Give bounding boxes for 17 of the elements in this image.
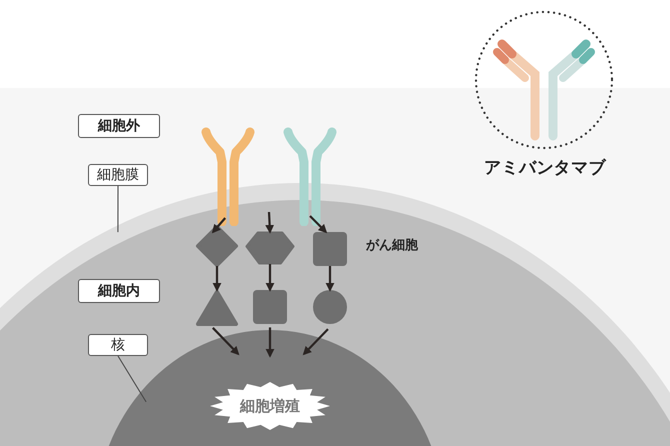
cell-label: がん細胞 (366, 237, 418, 255)
burst-label: 細胞増殖 (240, 396, 300, 417)
leader-line (117, 186, 118, 233)
arrow (266, 264, 274, 292)
arrow (212, 217, 226, 234)
drug-name: アミバンタマブ (483, 157, 608, 180)
arrow (326, 266, 334, 292)
label-tag: 細胞内 (78, 279, 160, 303)
arrow (265, 212, 274, 234)
leader-line (118, 356, 147, 402)
arrow (266, 327, 274, 358)
arrow (212, 266, 222, 292)
arrow (212, 327, 240, 356)
label-tag: 細胞外 (78, 114, 160, 138)
label-tag: 細胞膜 (88, 164, 148, 186)
label-tag: 核 (88, 334, 148, 356)
arrow (309, 215, 328, 234)
